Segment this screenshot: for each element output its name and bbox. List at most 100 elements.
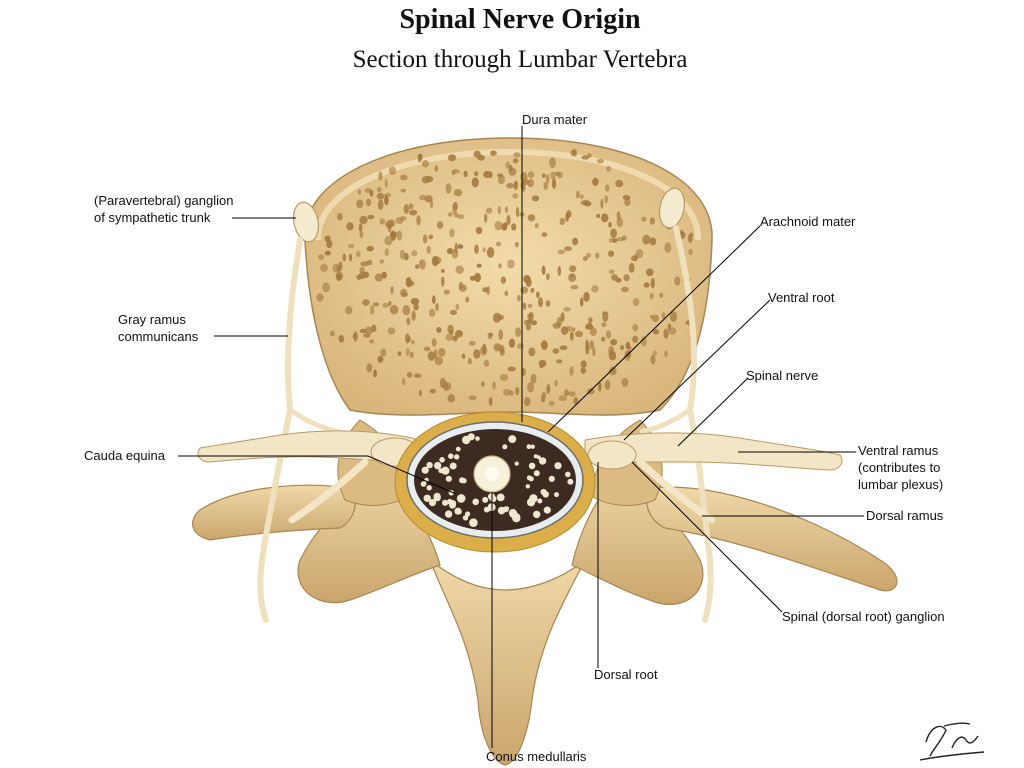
left-spinal-nerve [197,430,421,463]
bone-pore [482,343,487,354]
bone-pore [389,304,399,315]
bone-pore [410,340,415,345]
bone-pore [432,295,436,304]
bone-pore [527,303,533,308]
nerve-root [456,509,462,515]
bone-pore [433,256,442,265]
bone-pore [452,335,459,342]
bone-pore [371,324,377,332]
bone-pore [494,221,503,231]
bone-pore [649,217,656,225]
bone-pore [541,232,548,237]
bone-pore [359,266,365,274]
bone-pore [421,175,430,184]
bone-pore [564,246,573,252]
bone-pore [621,286,629,293]
label-ventral-ramus: Ventral ramus [858,443,939,458]
bone-pore [486,285,490,296]
bone-pore [541,265,546,275]
bone-pore [541,340,548,350]
bone-pore [397,351,402,356]
nerve-root [525,484,530,489]
bone-pore [602,311,609,322]
bone-pore [452,205,457,215]
bone-pore [623,274,630,282]
bone-pore [467,358,472,365]
bone-pore [530,287,535,293]
bone-pore [632,298,640,307]
bone-pore [626,345,632,351]
bone-pore [543,182,549,190]
bone-pore [356,250,361,258]
nerve-root [483,506,490,513]
bone-pore [527,314,531,319]
bone-pore [652,314,660,323]
bone-pore [380,348,387,357]
bone-pore [433,349,438,360]
bone-pore [379,259,384,264]
cauda-equina-roots [420,433,574,527]
nerve-root [526,444,532,450]
bone-pore [458,281,464,290]
bone-pore [318,254,324,260]
label-dorsal-ramus: Dorsal ramus [866,508,944,523]
bone-pore [549,157,556,169]
bone-pore [418,389,422,397]
bone-pore [600,198,604,209]
bone-pore [366,245,374,252]
bone-pore [388,219,396,227]
bone-pore [486,247,495,258]
bone-pore [483,170,492,179]
nerve-root [448,453,454,460]
left-sympathetic-ganglion [292,201,320,243]
right-sympathetic-ganglion [658,187,686,229]
bone-pore [640,336,647,347]
bone-pore [400,288,407,298]
bone-pore [663,328,669,339]
nerve-root [565,471,571,478]
bone-pore [388,300,392,306]
bone-pore [474,171,479,177]
bone-pore [426,246,431,254]
nerve-root [449,500,457,507]
bone-pore [569,265,577,273]
bone-pore [338,261,343,272]
bone-pore [338,335,345,343]
nerve-root [454,454,460,460]
bone-pore [436,327,442,333]
bone-pore [558,395,567,402]
bone-pore [546,384,551,394]
bone-pore [358,223,363,232]
bone-pore [605,184,610,192]
bone-pore [530,320,538,326]
bone-pore [538,359,547,368]
nerve-root [442,499,449,506]
bone-pore [499,374,509,382]
bone-pore [447,394,455,403]
bone-pore [537,297,544,308]
bone-pore [445,183,452,194]
bone-pore [366,363,373,373]
bone-pore [512,193,519,199]
bone-pore [552,322,561,329]
bone-pore [569,366,574,376]
bone-pore [601,336,606,342]
bone-pore [615,277,622,283]
bone-pore [418,259,426,270]
bone-pore [492,312,502,323]
bone-pore [604,380,611,390]
bone-pore [608,250,615,257]
bone-pore [583,291,590,302]
bone-pore [387,327,396,335]
nerve-root [512,514,521,523]
bone-pore [507,366,516,372]
bone-pore [560,312,565,322]
bone-pore [471,177,479,188]
bone-pore [441,276,445,287]
label-ventral-root: Ventral root [768,290,835,305]
bone-pore [556,359,563,364]
bone-pore [441,268,445,273]
bone-pore [583,201,592,207]
leader-cauda-equina [178,455,457,495]
